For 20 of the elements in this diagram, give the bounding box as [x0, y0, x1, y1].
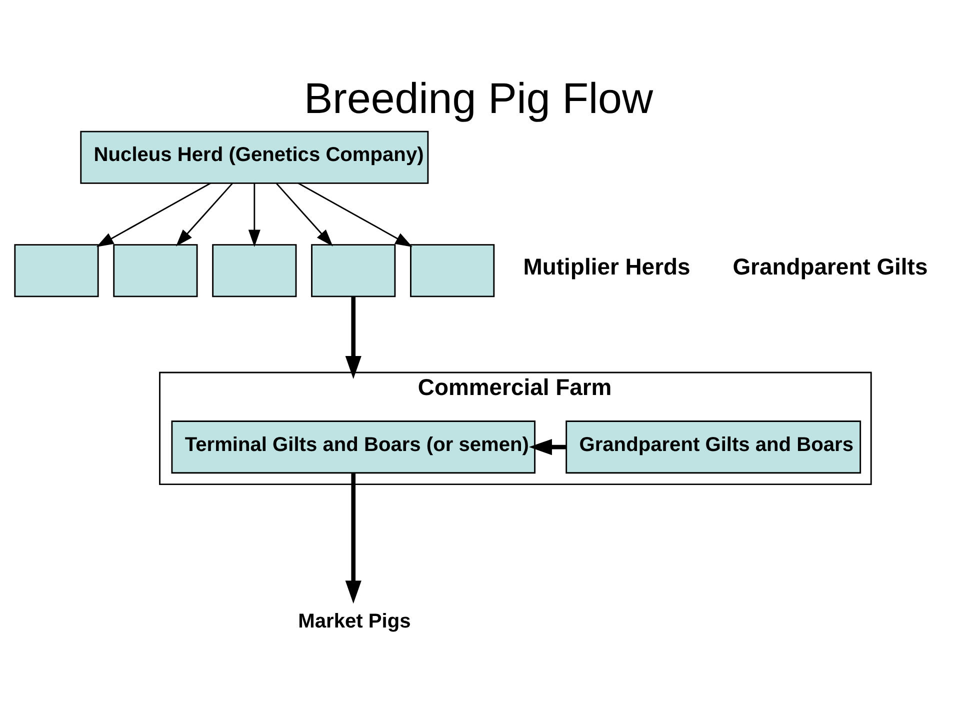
arrow — [344, 472, 361, 604]
diagram-title: Breeding Pig Flow — [303, 74, 653, 122]
node-box — [14, 244, 98, 297]
arrow — [298, 182, 412, 246]
label: Grandparent Gilts — [732, 253, 928, 280]
node-box — [212, 244, 296, 297]
node-box: Terminal Gilts and Boars (or semen) — [170, 420, 535, 474]
arrow — [528, 438, 566, 455]
label: Mutiplier Herds — [522, 253, 690, 280]
arrow — [248, 182, 260, 246]
node-box — [410, 244, 494, 297]
node-box: Grandparent Gilts and Boars — [565, 420, 861, 474]
node-box — [112, 244, 198, 297]
node-box: Nucleus Herd (Genetics Company) — [80, 130, 428, 184]
arrow — [344, 296, 361, 378]
arrow — [96, 182, 210, 246]
arrow — [275, 182, 332, 246]
node-text: Market Pigs — [298, 610, 410, 632]
node-box — [310, 244, 396, 297]
arrow — [175, 182, 232, 246]
